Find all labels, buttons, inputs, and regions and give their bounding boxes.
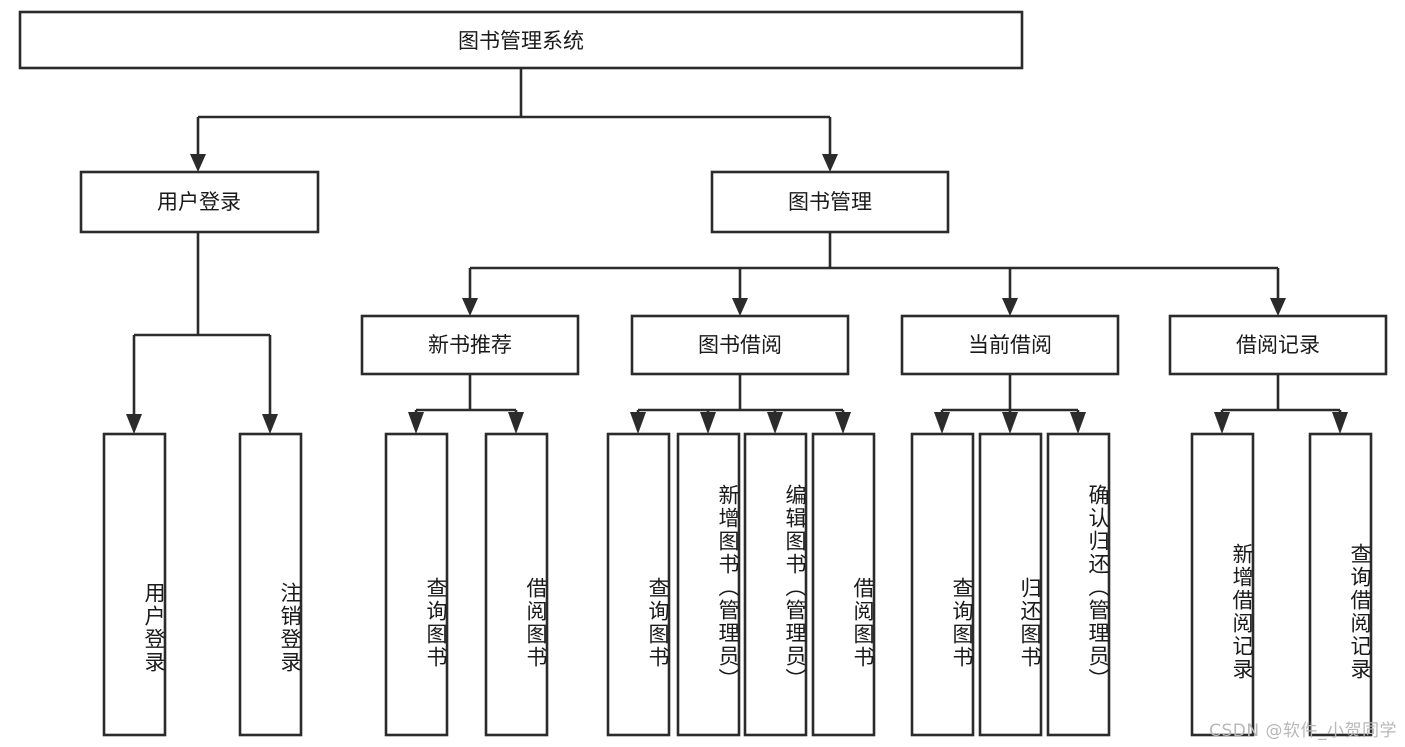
arrowhead-borrowrecord-leaf2	[1332, 412, 1348, 434]
connector-borrowrecord-to-leaves	[1214, 374, 1348, 434]
leaf-box-current-borrow-1[interactable]	[910, 432, 975, 737]
arrowhead-userlogin-leaf1	[126, 414, 142, 434]
node-book-management[interactable]	[710, 170, 950, 234]
leaf-box-borrow-record-1[interactable]	[1190, 432, 1255, 737]
leaf-box-book-borrow-3[interactable]	[743, 432, 808, 737]
node-current-borrow[interactable]	[900, 314, 1120, 376]
node-borrow-record-label: 借阅记录	[1236, 333, 1320, 357]
arrowhead-bookborrow-leaf1	[630, 412, 646, 434]
leaf-box-book-borrow-2[interactable]	[676, 432, 741, 737]
arrowhead-currentborrow-leaf1	[934, 412, 950, 434]
arrowhead-newbook-leaf2	[508, 412, 524, 434]
connector-bookmgmt-to-level3	[462, 232, 1286, 316]
leaf-box-new-book-1[interactable]	[384, 432, 449, 737]
arrowhead-user-login	[190, 154, 206, 172]
csdn-watermark: CSDN @软件_小贺同学	[1209, 721, 1397, 741]
connector-bookborrow-to-leaves	[630, 374, 851, 434]
node-user-login-label: 用户登录	[157, 190, 241, 214]
arrowhead-currentborrow-leaf3	[1070, 412, 1086, 434]
arrowhead-bookborrow-leaf3	[767, 412, 783, 434]
leaf-box-book-borrow-1[interactable]	[606, 432, 671, 737]
leaf-box-book-borrow-4[interactable]	[811, 432, 876, 737]
arrowhead-current-borrow	[1002, 298, 1018, 316]
connector-currentborrow-to-leaves	[934, 374, 1086, 434]
arrowhead-borrowrecord-leaf1	[1214, 412, 1230, 434]
connector-newbook-to-leaves	[408, 374, 524, 434]
arrowhead-userlogin-leaf2	[262, 414, 278, 434]
connector-root-to-level2	[190, 68, 838, 172]
leaf-box-new-book-2[interactable]	[484, 432, 549, 737]
node-user-login[interactable]	[79, 170, 320, 234]
node-new-book-recommend-label: 新书推荐	[428, 333, 512, 357]
leaf-box-borrow-record-2[interactable]	[1308, 432, 1373, 737]
leaf-box-user-login-2[interactable]	[238, 432, 303, 737]
arrowhead-bookborrow-leaf2	[700, 412, 716, 434]
leaf-box-current-borrow-2[interactable]	[978, 432, 1043, 737]
node-borrow-record[interactable]	[1168, 314, 1388, 376]
node-book-borrow[interactable]	[630, 314, 850, 376]
arrowhead-currentborrow-leaf2	[1002, 412, 1018, 434]
connector-userlogin-to-leaves	[126, 232, 278, 434]
node-root[interactable]	[18, 10, 1024, 70]
node-new-book-recommend[interactable]	[360, 314, 580, 376]
leaf-box-current-borrow-3[interactable]	[1046, 432, 1111, 737]
leaf-box-user-login-1[interactable]	[102, 432, 167, 737]
node-book-management-label: 图书管理	[788, 190, 872, 214]
arrowhead-borrow-record	[1270, 298, 1286, 316]
arrowhead-new-book	[462, 298, 478, 316]
arrowhead-book-mgmt	[822, 154, 838, 172]
arrowhead-newbook-leaf1	[408, 412, 424, 434]
arrowhead-bookborrow-leaf4	[835, 412, 851, 434]
node-book-borrow-label: 图书借阅	[698, 333, 782, 357]
node-current-borrow-label: 当前借阅	[968, 333, 1052, 357]
arrowhead-book-borrow	[732, 298, 748, 316]
node-root-label: 图书管理系统	[458, 29, 584, 53]
